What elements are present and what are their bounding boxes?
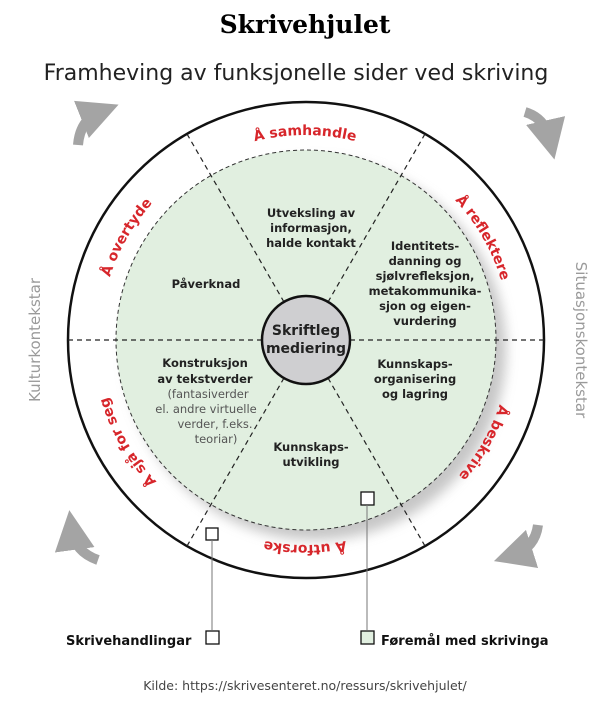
segment-lower-left-note: el. andre virtuelle [155, 402, 257, 416]
purpose-segments: Utveksling av informasjon, halde kontakt… [155, 206, 481, 469]
segment-lower-right-line: organisering [374, 372, 456, 386]
arrow-top-right-icon [523, 107, 566, 160]
segment-upper-right-line: vurdering [393, 314, 456, 328]
segment-upper-right-line: sjon og eigen- [379, 299, 471, 313]
cycle-arrows [54, 100, 566, 568]
segment-bottom-line: utvikling [282, 455, 339, 469]
arrow-bottom-left-icon [54, 510, 100, 565]
segment-upper-right-line: sjølvrefleksjon, [376, 269, 475, 283]
subtitle: Framheving av funksjonelle sider ved skr… [44, 61, 549, 86]
arrow-bottom-right-icon [493, 524, 543, 568]
context-right-label: Situasjonskontekstar [572, 262, 590, 419]
page-title: Skrivehjulet [220, 10, 391, 39]
segment-bottom-line: Kunnskaps- [273, 440, 349, 454]
segment-lower-left-note: (fantasiverder [167, 387, 248, 401]
segment-upper-right-line: metakommunika- [369, 284, 482, 298]
segment-upper-left-line: Påverknad [172, 277, 241, 291]
legend-connectors [205, 491, 375, 630]
segment-upper-right-line: danning og [389, 254, 462, 268]
segment-lower-left-note: verder, f.eks. [177, 417, 252, 431]
center-label: Skriftleg [272, 323, 340, 339]
action-label: Å samhandle [252, 123, 358, 145]
arrow-top-left-icon [73, 100, 119, 146]
segment-lower-right-line: Kunnskaps- [377, 357, 453, 371]
center-label: mediering [266, 341, 346, 357]
legend-actions-swatch [205, 630, 220, 645]
segment-lower-right-line: og lagring [382, 387, 448, 401]
segment-top-line: Utveksling av [267, 206, 356, 220]
action-label: Å utforske [262, 537, 348, 557]
segment-top-line: informasjon, [270, 221, 352, 235]
center-circle [260, 294, 352, 386]
segment-lower-left-line: Konstruksjon [162, 356, 248, 370]
legend-purposes-swatch [360, 630, 375, 645]
segment-lower-left-note: teoriar) [195, 432, 238, 446]
legend: Skrivehandlingar Føremål med skrivinga [66, 630, 549, 649]
context-left-label: Kulturkontekstar [26, 277, 44, 402]
source-citation: Kilde: https://skrivesenteret.no/ressurs… [143, 678, 467, 693]
legend-purposes-label: Føremål med skrivinga [381, 634, 549, 649]
legend-actions-label: Skrivehandlingar [66, 634, 192, 649]
segment-lower-left-line: av tekstverder [157, 372, 253, 386]
segment-top-line: halde kontakt [266, 236, 356, 250]
segment-upper-right-line: Identitets- [391, 239, 460, 253]
